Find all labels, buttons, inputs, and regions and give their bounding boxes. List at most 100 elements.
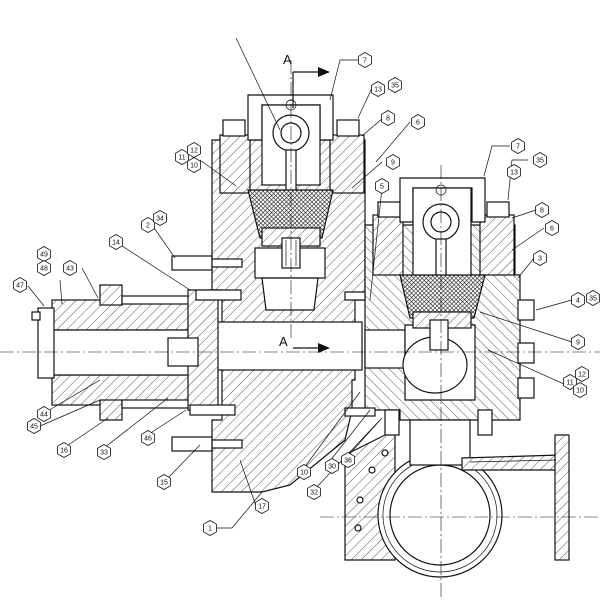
balloon-number: 47	[16, 283, 24, 290]
balloon-b10c: 10	[297, 464, 311, 480]
balloon-number: 1	[208, 526, 212, 533]
balloon-number: 10	[576, 388, 584, 395]
balloon-number: 7	[516, 144, 520, 151]
balloon-number: 15	[160, 480, 168, 487]
balloon-b35c: 35	[586, 290, 600, 306]
balloon-hexagon	[325, 458, 339, 474]
balloon-b7a: 7	[358, 52, 372, 68]
balloon-b35b: 35	[533, 152, 547, 168]
balloon-number: 14	[112, 240, 120, 247]
balloon-hexagon	[37, 406, 51, 422]
right-valve-assembly	[372, 177, 515, 351]
balloon-b49: 49	[37, 246, 51, 262]
main-body	[211, 139, 366, 493]
balloon-number: 44	[40, 412, 48, 419]
balloon-b13a: 13	[371, 81, 385, 97]
balloon-number: 43	[66, 266, 74, 273]
balloon-b16: 16	[57, 442, 71, 458]
balloon-number: 35	[589, 296, 597, 303]
balloon-number: 11	[566, 380, 573, 387]
balloon-number: 3	[538, 256, 542, 263]
balloon-hexagon	[571, 292, 585, 308]
balloon-number: 8	[386, 116, 390, 123]
balloon-b30: 30	[325, 458, 339, 474]
balloon-hexagon	[27, 418, 41, 434]
balloon-b6b: 6	[545, 220, 559, 236]
shaft-assembly	[31, 255, 376, 452]
balloon-b12b: 12	[575, 366, 589, 382]
balloon-hexagon	[141, 430, 155, 446]
discharge-flange	[344, 409, 570, 578]
balloon-number: 34	[156, 216, 164, 223]
balloon-b34: 34	[153, 210, 167, 226]
balloon-b35a: 35	[388, 77, 402, 93]
balloon-hexagon	[157, 474, 171, 490]
balloon-b14: 14	[109, 234, 123, 250]
balloon-b11a: 11	[175, 149, 189, 165]
balloon-number: 13	[374, 87, 382, 94]
balloon-b9a: 9	[386, 154, 400, 170]
balloon-number: 6	[416, 120, 420, 127]
balloon-number: 46	[144, 436, 152, 443]
balloon-number: 6	[550, 226, 554, 233]
balloon-hexagon	[63, 260, 77, 276]
balloon-number: 8	[540, 208, 544, 215]
balloon-hexagon	[533, 152, 547, 168]
balloon-b8b: 8	[535, 202, 549, 218]
balloon-number: 9	[576, 340, 580, 347]
balloon-b13b: 13	[507, 164, 521, 180]
section-mark-top: A	[283, 52, 292, 67]
balloon-hexagon	[358, 52, 372, 68]
balloon-number: 12	[190, 148, 198, 155]
balloon-number: 11	[178, 155, 185, 162]
balloon-hexagon	[381, 110, 395, 126]
balloon-b47: 47	[13, 277, 27, 293]
balloon-b3: 3	[533, 250, 547, 266]
balloon-hexagon	[371, 81, 385, 97]
balloon-hexagon	[307, 484, 321, 500]
balloon-b5: 5	[375, 178, 389, 194]
balloon-number: 49	[40, 252, 48, 259]
balloon-hexagon	[511, 138, 525, 154]
balloon-hexagon	[411, 114, 425, 130]
balloon-number: 9	[391, 160, 395, 167]
balloon-number: 45	[30, 424, 38, 431]
balloon-number: 12	[578, 372, 586, 379]
balloon-b2: 2	[141, 217, 155, 233]
balloon-hexagon	[13, 277, 27, 293]
balloon-number: 5	[380, 184, 384, 191]
balloon-number: 48	[40, 266, 48, 273]
balloon-hexagon	[97, 444, 111, 460]
balloon-b36: 36	[341, 452, 355, 468]
balloon-b9b: 9	[571, 334, 585, 350]
balloon-b17: 17	[255, 498, 269, 514]
balloon-b12a: 12	[187, 142, 201, 158]
balloon-b10a: 10	[187, 157, 201, 173]
balloon-hexagon	[573, 382, 587, 398]
balloon-b32: 32	[307, 484, 321, 500]
section-mark-bottom: A	[279, 334, 288, 349]
balloon-hexagon	[375, 178, 389, 194]
balloon-b15: 15	[157, 474, 171, 490]
balloon-number: 35	[536, 158, 544, 165]
balloon-number: 30	[328, 464, 336, 471]
balloon-hexagon	[57, 442, 71, 458]
balloon-hexagon	[545, 220, 559, 236]
balloon-b33: 33	[97, 444, 111, 460]
balloon-number: 13	[510, 170, 518, 177]
balloon-hexagon	[297, 464, 311, 480]
balloon-number: 10	[190, 163, 198, 170]
balloon-hexagon	[153, 210, 167, 226]
balloon-hexagon	[341, 452, 355, 468]
balloon-hexagon	[575, 366, 589, 382]
balloon-b10b: 10	[573, 382, 587, 398]
balloon-number: 10	[300, 470, 308, 477]
balloon-hexagon	[187, 157, 201, 173]
balloon-number: 4	[576, 298, 580, 305]
balloon-b6a: 6	[411, 114, 425, 130]
balloon-hexagon	[37, 260, 51, 276]
balloon-hexagon	[255, 498, 269, 514]
balloon-hexagon	[203, 520, 217, 536]
